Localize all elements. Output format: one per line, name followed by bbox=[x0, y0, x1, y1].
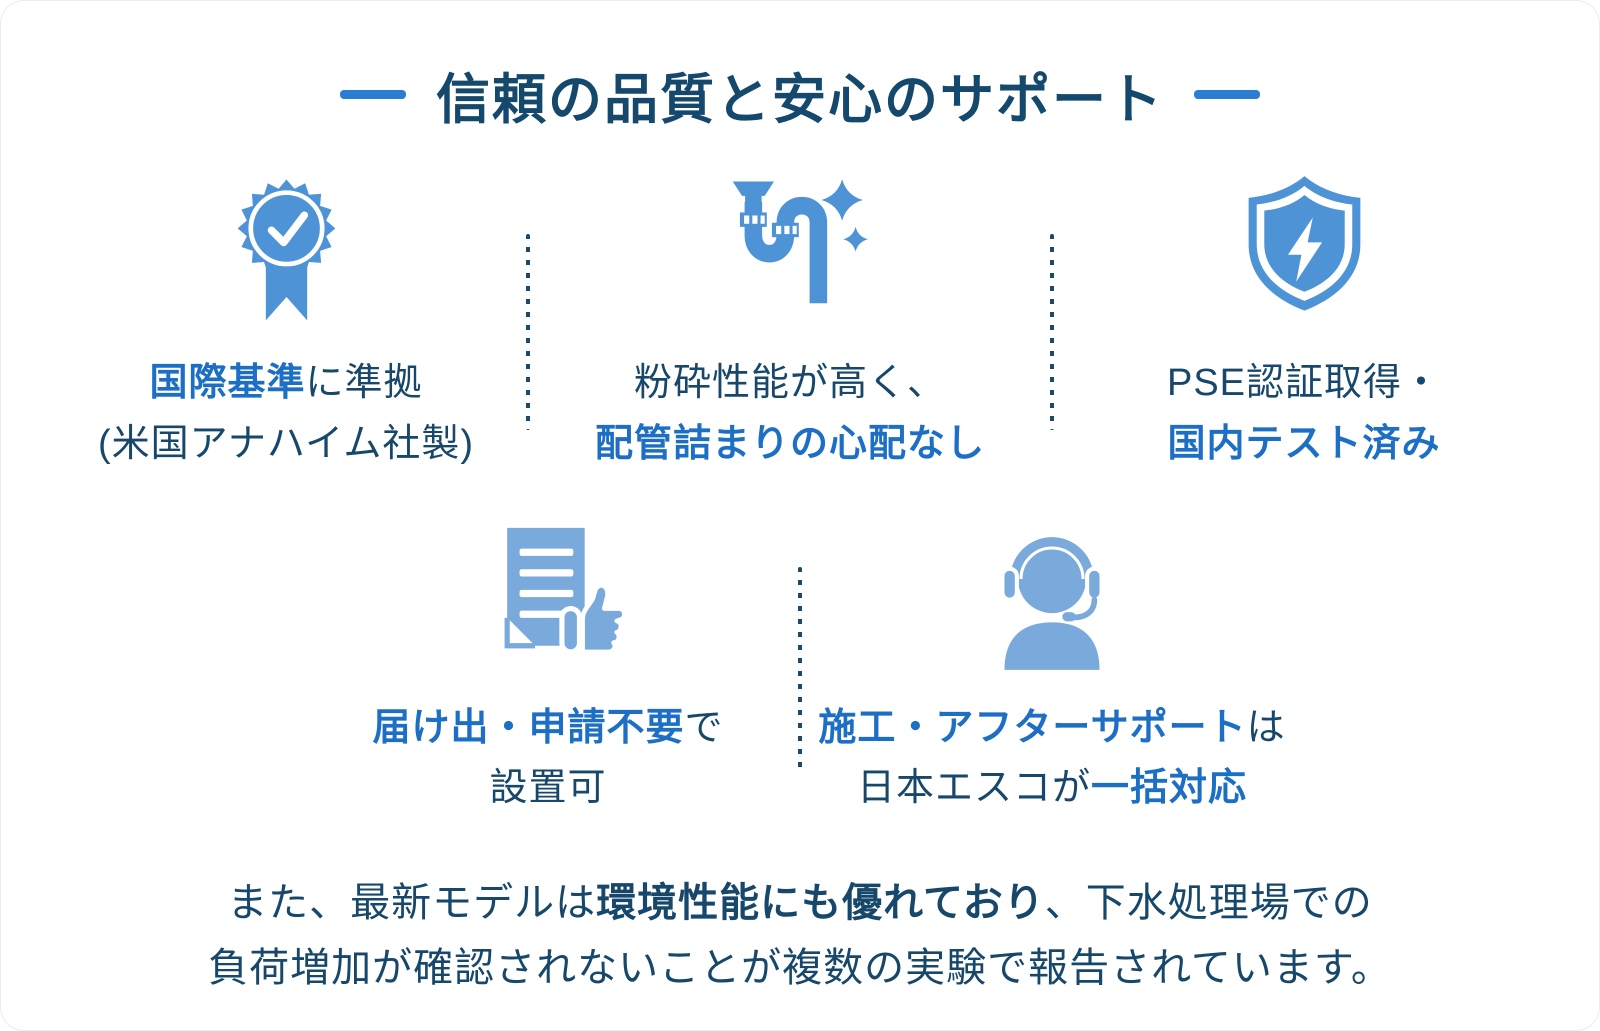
feature-text-segment: 国内テスト済み bbox=[1167, 422, 1441, 465]
feature-row-2: 届け出・申請不要で 設置可 施工・アフターサポートは bbox=[1, 517, 1599, 820]
feature-text-segment: 届け出・申請不要 bbox=[372, 706, 685, 749]
feature-line: 粉砕性能が高く、 bbox=[595, 353, 985, 414]
feature-text: 国際基準に準拠 (米国アナハイム社製) bbox=[98, 353, 474, 475]
feature-line: (米国アナハイム社製) bbox=[98, 414, 474, 475]
feature-text-segment: 配管詰まりの心配なし bbox=[594, 422, 985, 465]
feature-text-segment: 施工・アフターサポート bbox=[818, 706, 1247, 749]
title-dash-left bbox=[340, 90, 406, 99]
feature-text-segment: 一括対応 bbox=[1090, 767, 1247, 810]
feature-text: 届け出・申請不要で 設置可 bbox=[372, 698, 723, 820]
feature-grinding-performance: 粉砕性能が高く、 配管詰まりの心配なし bbox=[530, 172, 1050, 475]
feature-line: 施工・アフターサポートは bbox=[818, 698, 1285, 759]
title-row: 信頼の品質と安心のサポート bbox=[1, 55, 1599, 134]
feature-text-segment: 粉砕性能が高く、 bbox=[633, 362, 946, 404]
dotted-divider bbox=[798, 566, 802, 773]
feature-line: 日本エスコが一括対応 bbox=[818, 758, 1285, 819]
feature-line: 国内テスト済み bbox=[1167, 414, 1441, 475]
feature-after-support: 施工・アフターサポートは 日本エスコが一括対応 bbox=[802, 517, 1302, 820]
document-thumbs-up-icon bbox=[471, 517, 626, 672]
feature-line: 届け出・申請不要で bbox=[372, 698, 723, 759]
drain-pipe-sparkle-icon bbox=[710, 172, 870, 327]
award-medal-check-icon bbox=[229, 172, 344, 327]
footer-text-segment: 、下水処理場での bbox=[1044, 881, 1373, 926]
feature-text: 施工・アフターサポートは 日本エスコが一括対応 bbox=[818, 698, 1285, 820]
feature-no-permit-required: 届け出・申請不要で 設置可 bbox=[298, 517, 798, 820]
footer-line: 負荷増加が確認されないことが複数の実験で報告されています。 bbox=[1, 936, 1599, 1001]
feature-line: 設置可 bbox=[372, 758, 723, 819]
title-dash-right bbox=[1194, 90, 1260, 99]
feature-pse-certified: PSE認証取得・ 国内テスト済み bbox=[1054, 172, 1554, 475]
feature-text: PSE認証取得・ 国内テスト済み bbox=[1167, 353, 1441, 475]
dotted-divider bbox=[526, 234, 530, 430]
shield-lightning-icon bbox=[1232, 172, 1377, 327]
feature-text-segment: 日本エスコが bbox=[856, 767, 1091, 810]
feature-row-1: 国際基準に準拠 (米国アナハイム社製) bbox=[1, 172, 1599, 475]
feature-line: 配管詰まりの心配なし bbox=[595, 414, 985, 475]
page-title: 信頼の品質と安心のサポート bbox=[436, 70, 1164, 130]
footer-text-segment: 負荷増加が確認されないことが複数の実験で報告されています。 bbox=[208, 945, 1392, 990]
feature-line: PSE認証取得・ bbox=[1167, 353, 1441, 414]
footer-line: また、最新モデルは環境性能にも優れており、下水処理場での bbox=[1, 871, 1599, 936]
feature-text: 粉砕性能が高く、 配管詰まりの心配なし bbox=[595, 353, 985, 475]
feature-line: 国際基準に準拠 bbox=[98, 353, 474, 414]
feature-text-segment: PSE認証取得・ bbox=[1166, 362, 1442, 404]
feature-text-segment: 設置可 bbox=[489, 767, 607, 810]
feature-text-segment: (米国アナハイム社製) bbox=[97, 422, 475, 465]
feature-text-segment: に準拠 bbox=[305, 362, 423, 404]
headset-support-person-icon bbox=[977, 517, 1127, 672]
feature-text-segment: 国際基準 bbox=[149, 362, 306, 404]
footer-text-segment: また、最新モデルは bbox=[227, 881, 597, 926]
feature-text-segment: で bbox=[684, 706, 724, 749]
feature-international-standard: 国際基準に準拠 (米国アナハイム社製) bbox=[46, 172, 526, 475]
footer-note: また、最新モデルは環境性能にも優れており、下水処理場での 負荷増加が確認されない… bbox=[1, 871, 1599, 1001]
dotted-divider bbox=[1050, 234, 1054, 430]
footer-text-segment: 環境性能にも優れており bbox=[596, 881, 1045, 926]
feature-text-segment: は bbox=[1246, 706, 1286, 749]
